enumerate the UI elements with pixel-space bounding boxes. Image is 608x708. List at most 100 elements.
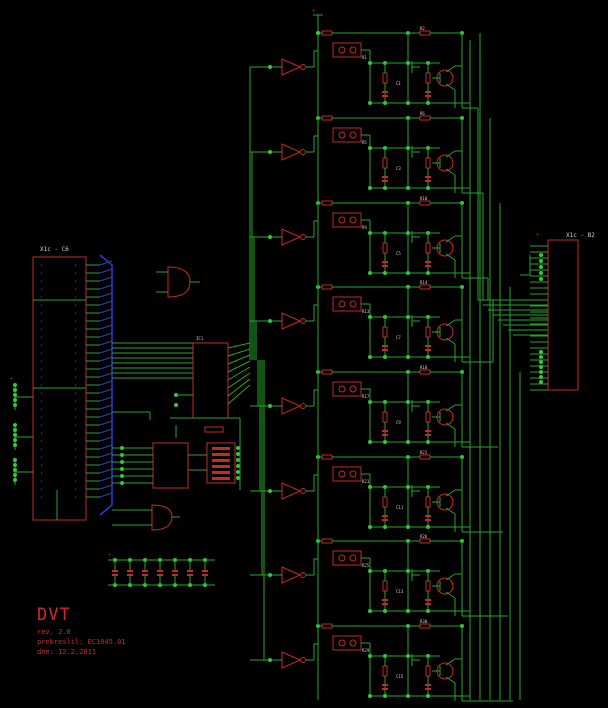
channel-5-capacitor-a xyxy=(382,430,388,432)
bus-entry xyxy=(99,436,113,442)
junction xyxy=(426,271,430,275)
header-pin xyxy=(539,277,543,281)
latch-output xyxy=(227,378,251,397)
channel-7-net-label: R25 xyxy=(362,563,370,568)
net-label: · xyxy=(74,263,77,269)
junction xyxy=(268,489,272,493)
junction xyxy=(426,355,430,359)
bus-entry xyxy=(99,412,113,418)
junction xyxy=(268,573,272,577)
bus-entry xyxy=(99,260,113,266)
net-label: · xyxy=(40,263,43,269)
channel-2-resistor-a xyxy=(382,157,388,169)
wire xyxy=(445,319,456,327)
channel-5-capacitor-b xyxy=(425,430,431,432)
bus-entry xyxy=(99,484,113,490)
channel-6-resistor-top-left xyxy=(321,454,333,460)
channel-6-capacitor-b xyxy=(425,519,431,521)
right-connector-label: X1c - B2 xyxy=(566,232,595,239)
wire xyxy=(313,389,318,406)
channel-6-resistor-top-right xyxy=(419,454,431,460)
wire xyxy=(445,507,456,515)
net-label: · xyxy=(74,319,77,325)
channel-8-opto-transistor xyxy=(349,639,357,647)
latch-output xyxy=(227,354,251,365)
junction xyxy=(406,485,410,489)
pin-header-pin xyxy=(13,428,17,432)
supply-label: + xyxy=(312,8,315,14)
junction xyxy=(406,61,410,65)
net-label: · xyxy=(40,279,43,285)
bus-entry xyxy=(99,340,113,346)
net-label: · xyxy=(40,439,43,445)
channel-2-capacitor-a xyxy=(382,176,388,178)
net-label: · xyxy=(74,495,77,501)
bus-entry xyxy=(99,420,113,426)
junction xyxy=(406,525,410,529)
bypass-capacitor xyxy=(112,574,118,576)
net-label: · xyxy=(40,479,43,485)
channel-3-net-label: C5 xyxy=(396,251,401,256)
wire xyxy=(445,404,456,412)
latch-output xyxy=(227,372,251,389)
junction xyxy=(368,231,372,235)
channel-3-resistor-top-left xyxy=(321,200,333,206)
net-label: · xyxy=(74,479,77,485)
channel-1-optocoupler xyxy=(332,42,362,58)
latch-output xyxy=(227,384,251,405)
and-gate-2 xyxy=(151,504,173,531)
net-label: · xyxy=(74,295,77,301)
channel-4-optocoupler xyxy=(332,296,362,312)
bus-entry xyxy=(99,452,113,458)
channel-7-net-label: C13 xyxy=(396,589,404,594)
channel-8-net-label: C15 xyxy=(396,674,404,679)
net-label: · xyxy=(74,279,77,285)
wire xyxy=(445,150,456,158)
bus-entry xyxy=(99,348,113,354)
channel-4-capacitor-a xyxy=(382,349,388,351)
wire xyxy=(313,220,318,237)
channel-1-resistor-b xyxy=(425,72,431,84)
wire xyxy=(313,50,318,67)
bus-entry xyxy=(99,476,113,482)
revision-text: rev. 2.0 xyxy=(37,628,71,636)
header-pin xyxy=(539,380,543,384)
bus-entry xyxy=(99,404,113,410)
channel-6-inverter-bubble xyxy=(300,488,306,494)
bus-entry xyxy=(99,356,113,362)
pin-header-pin xyxy=(13,458,17,462)
net-label: · xyxy=(74,487,77,493)
bypass-capacitor xyxy=(142,570,148,572)
junction xyxy=(406,101,410,105)
supply-label: + xyxy=(10,376,13,382)
channel-7-resistor-top-right xyxy=(419,538,431,544)
channel-1-capacitor-a xyxy=(382,91,388,93)
wire xyxy=(445,676,456,684)
net-label: · xyxy=(74,311,77,317)
channel-5-opto-led xyxy=(338,385,346,393)
wire xyxy=(313,304,318,321)
dip-switch-toggle xyxy=(212,453,230,456)
pin-header-pin xyxy=(13,398,17,402)
channel-6-capacitor-a xyxy=(382,519,388,521)
junction xyxy=(406,654,410,658)
bus-entry xyxy=(99,380,113,386)
header-pin xyxy=(539,365,543,369)
net-label: · xyxy=(40,343,43,349)
pin-header-pin xyxy=(13,468,17,472)
net-label: · xyxy=(40,383,43,389)
ic-label: IC1 xyxy=(196,336,204,341)
bus-entry xyxy=(99,492,113,498)
junction xyxy=(426,694,430,698)
channel-2-inverter-bubble xyxy=(300,149,306,155)
net-label: · xyxy=(74,335,77,341)
net-label: · xyxy=(74,423,77,429)
net-label: · xyxy=(74,463,77,469)
channel-1-capacitor-a xyxy=(382,95,388,97)
wire xyxy=(445,573,456,581)
bus-entry xyxy=(99,372,113,378)
channel-1-capacitor-b xyxy=(425,91,431,93)
junction xyxy=(406,271,410,275)
junction xyxy=(383,694,387,698)
junction xyxy=(383,525,387,529)
